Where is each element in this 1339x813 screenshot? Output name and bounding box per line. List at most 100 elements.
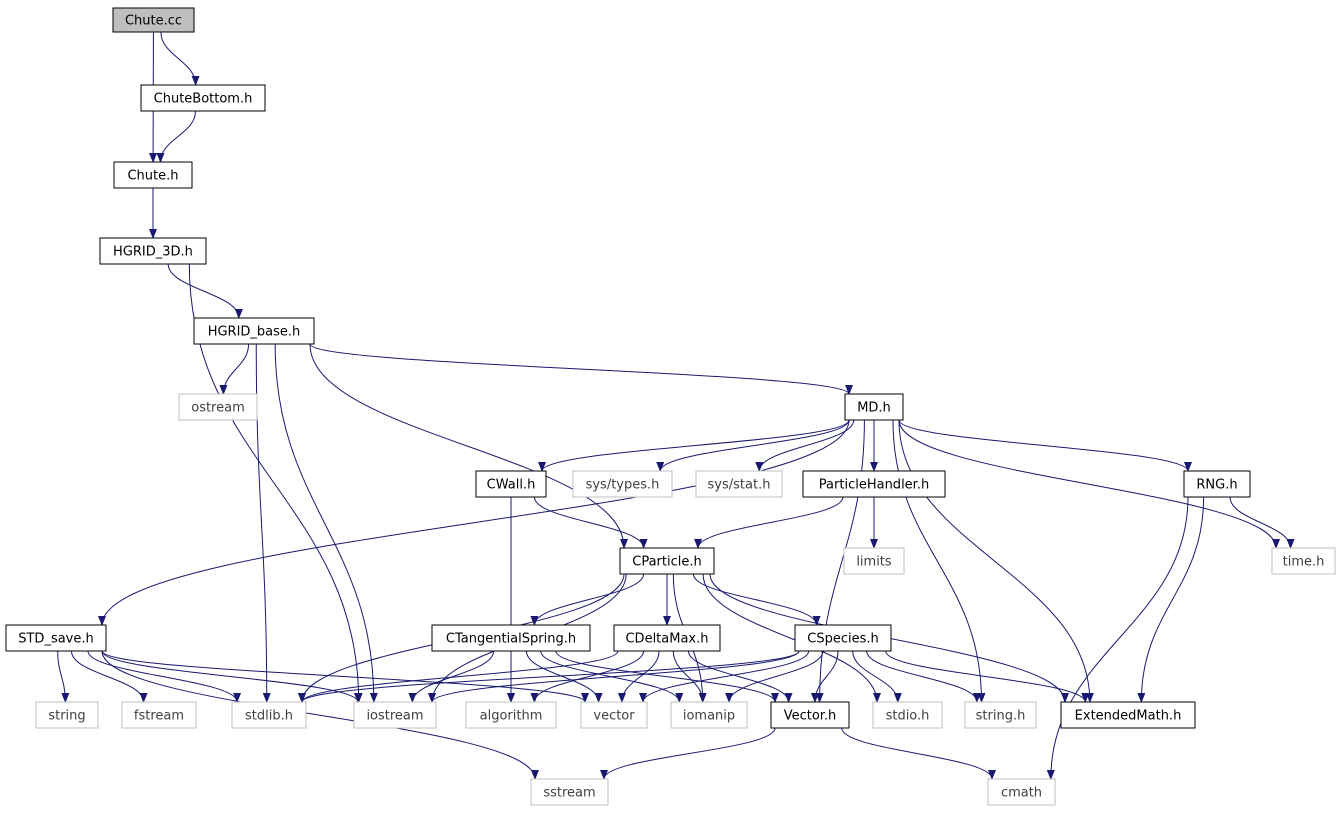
node-label: Vector.h <box>784 709 837 724</box>
edge-cspecies_h-to-stdlib_h <box>298 650 800 703</box>
node-stdio-h: stdio.h <box>872 701 943 729</box>
edge-cspecies_h-to-iostream <box>428 650 800 703</box>
edge-cdeltamax_h-to-iomanip <box>672 650 707 703</box>
node-box <box>1271 547 1336 575</box>
node-box <box>121 701 197 729</box>
node-label: stdio.h <box>886 709 930 724</box>
edge-vector_h-to-cmath <box>841 727 996 780</box>
node-label: STD_save.h <box>18 632 94 647</box>
edge-md_h-to-systypes_h <box>656 419 850 472</box>
node-box <box>619 547 715 575</box>
node-label: HGRID_base.h <box>208 325 301 340</box>
node-label: MD.h <box>857 401 891 416</box>
edge-ctangentialspring_h-to-iostream <box>408 650 495 703</box>
edge-rng_h-to-extendedmath_h <box>1137 496 1205 703</box>
edge-md_h-to-rng_h <box>898 419 1192 472</box>
edge-hgridbase_h-to-cparticle_h <box>309 343 628 549</box>
node-label: CWall.h <box>487 478 536 493</box>
edge-cspecies_h-to-iomanip <box>725 650 824 703</box>
node-sysstat-h: sys/stat.h <box>695 470 783 498</box>
node-box <box>844 393 904 421</box>
node-cspecies-h[interactable]: CSpecies.h <box>794 624 892 652</box>
edge-stdsave_h-to-fstream <box>70 650 148 703</box>
edge-cspecies_h-to-string_h <box>866 650 981 703</box>
node-hgridbase-h[interactable]: HGRID_base.h <box>193 317 315 345</box>
node-particlehandler-h[interactable]: ParticleHandler.h <box>802 470 946 498</box>
node-box <box>794 624 892 652</box>
node-box <box>964 701 1037 729</box>
edge-md_h-to-vector_h <box>815 419 865 703</box>
edge-hgridbase_h-to-ostream <box>219 343 250 395</box>
node-box <box>193 317 315 345</box>
node-rng-h[interactable]: RNG.h <box>1183 470 1251 498</box>
node-algorithm: algorithm <box>465 701 557 729</box>
edge-cparticle_h-to-ctangentialspring_h <box>530 573 645 626</box>
node-string: string <box>35 701 99 729</box>
node-label: HGRID_3D.h <box>113 245 193 260</box>
edge-md_h-to-extendedmath_h <box>898 419 1094 703</box>
node-label: stdlib.h <box>245 709 293 724</box>
node-box <box>1183 470 1251 498</box>
node-box <box>695 470 783 498</box>
node-box <box>112 7 195 33</box>
node-label: iostream <box>366 709 423 724</box>
node-stdsave-h[interactable]: STD_save.h <box>5 624 107 652</box>
edge-hgridbase_h-to-md_h <box>309 343 853 395</box>
edge-cparticle_h-to-cspecies_h <box>692 573 821 626</box>
node-box <box>113 161 193 189</box>
node-label: cmath <box>1001 786 1042 801</box>
node-chute-h[interactable]: Chute.h <box>113 161 193 189</box>
edge-md_h-to-cwall_h <box>538 419 850 472</box>
node-cdeltamax-h[interactable]: CDeltaMax.h <box>613 624 721 652</box>
node-label: CTangentialSpring.h <box>446 632 576 647</box>
node-hgrid3d-h[interactable]: HGRID_3D.h <box>99 237 207 265</box>
edge-stdsave_h-to-stdlib_h <box>87 650 241 703</box>
node-box <box>353 701 437 729</box>
node-chutebottom-h[interactable]: ChuteBottom.h <box>140 84 266 112</box>
node-box <box>770 701 850 729</box>
node-ctangentialspring-h[interactable]: CTangentialSpring.h <box>431 624 591 652</box>
node-cwall-h[interactable]: CWall.h <box>475 470 547 498</box>
node-iostream: iostream <box>353 701 437 729</box>
node-box <box>431 624 591 652</box>
node-box <box>178 393 258 421</box>
edge-ctangentialspring_h-to-vector_h <box>555 650 779 703</box>
node-box <box>670 701 748 729</box>
node-label: Chute.cc <box>125 14 182 29</box>
edge-cdeltamax_h-to-vector <box>617 650 660 703</box>
node-limits: limits <box>843 547 905 575</box>
edge-cdeltamax_h-to-vector_h <box>687 650 793 703</box>
node-box <box>99 237 207 265</box>
edge-chutebottom_h-to-chute_h <box>156 110 196 163</box>
node-fstream: fstream <box>121 701 197 729</box>
node-cmath: cmath <box>987 778 1056 806</box>
node-box <box>987 778 1056 806</box>
node-label: algorithm <box>480 709 543 724</box>
node-label: sys/stat.h <box>708 478 771 493</box>
node-box <box>5 624 107 652</box>
edge-particlehandler_h-to-cparticle_h <box>694 496 844 549</box>
node-label: ChuteBottom.h <box>154 92 253 107</box>
node-box <box>140 84 266 112</box>
edge-stdsave_h-to-iostream <box>101 650 362 703</box>
edge-hgridbase_h-to-iostream <box>274 343 378 703</box>
node-box <box>231 701 307 729</box>
node-vector-h[interactable]: Vector.h <box>770 701 850 729</box>
node-cparticle-h[interactable]: CParticle.h <box>619 547 715 575</box>
node-box <box>465 701 557 729</box>
edge-hgridbase_h-to-stdlib_h <box>255 343 271 703</box>
edge-md_h-to-string_h <box>892 419 986 703</box>
node-label: limits <box>856 555 892 570</box>
node-extendedmath-h[interactable]: ExtendedMath.h <box>1060 701 1196 729</box>
node-box <box>872 701 943 729</box>
node-md-h[interactable]: MD.h <box>844 393 904 421</box>
node-vector: vector <box>580 701 648 729</box>
edge-stdsave_h-to-sstream <box>101 650 539 780</box>
node-label: sys/types.h <box>586 478 660 493</box>
edge-cspecies_h-to-vector_h <box>810 650 839 703</box>
edge-rng_h-to-cmath <box>1046 496 1189 780</box>
node-label: ExtendedMath.h <box>1075 709 1182 724</box>
edge-cdeltamax_h-to-stdlib_h <box>298 650 619 703</box>
dependency-nodes: Chute.ccChuteBottom.hChute.hHGRID_3D.hHG… <box>5 7 1336 806</box>
node-chute-cc[interactable]: Chute.cc <box>112 7 195 33</box>
